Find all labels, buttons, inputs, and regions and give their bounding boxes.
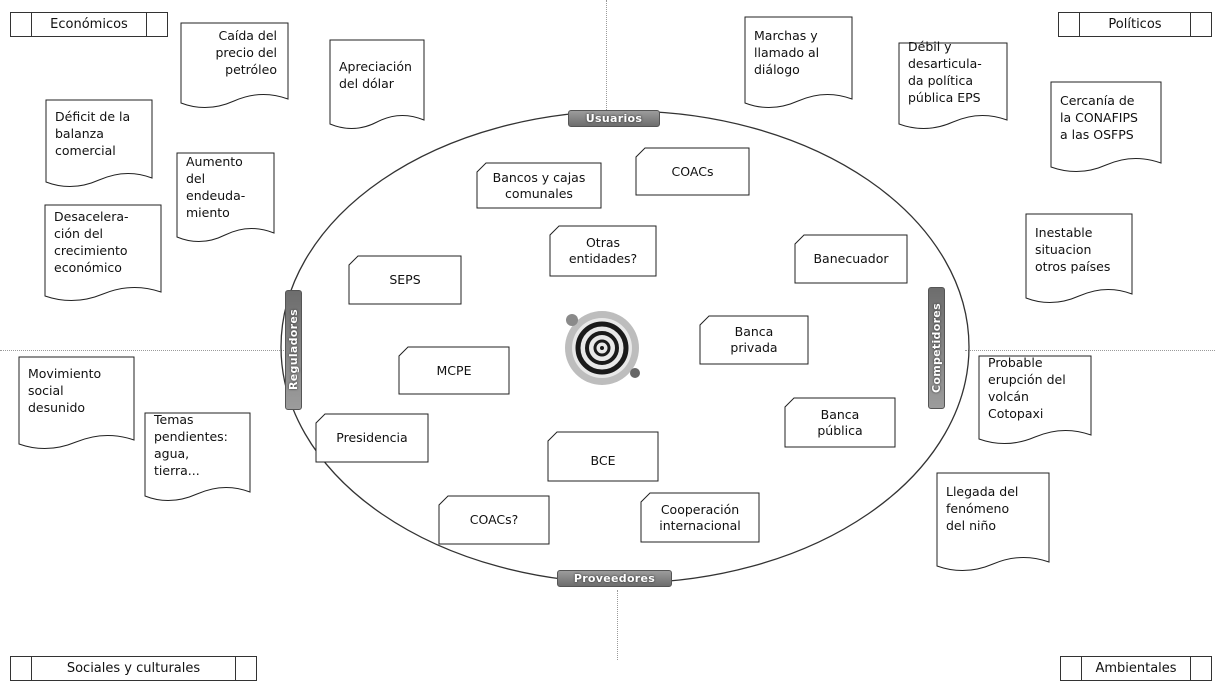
factor-apreciacion-dolar: Apreciación del dólar [329,39,425,133]
actor-seps: SEPS [348,255,462,305]
factor-temas-pendientes-text: Temas pendientes: agua, tierra... [154,412,228,478]
factor-caida-petroleo: Caída del precio del petróleo [180,22,289,112]
quadrant-sociales: Sociales y culturales [10,656,257,681]
factor-deficit-balanza: Déficit de la balanza comercial [45,99,153,191]
actor-coacs-bottom-text: COACs? [469,512,519,527]
factor-erupcion: Probable erupción del volcán Cotopaxi [978,355,1092,448]
factor-debil-politica-text: Débil y desarticula- da política pública… [908,39,982,105]
factor-deficit-balanza-text: Déficit de la balanza comercial [55,109,131,158]
actor-bce: BCE [547,431,659,482]
actor-banca-publica-text: Banca pública [817,406,863,438]
actor-banca-publica: Banca pública [784,397,896,448]
actor-seps-text: SEPS [389,272,421,287]
factor-movimiento-social-text: Movimiento social desunido [28,366,102,415]
actor-coacs-bottom: COACs? [438,495,550,545]
vertical-divider-bottom [617,590,618,660]
factor-marchas: Marchas y llamado al diálogo [744,16,853,112]
factor-desaceleracion-text: Desacelera- ción del crecimiento económi… [54,209,129,275]
factor-erupcion-text: Probable erupción del volcán Cotopaxi [988,355,1066,421]
horizontal-divider-left [0,350,286,351]
factor-aumento-endeudamiento-text: Aumento del endeuda- miento [186,154,246,220]
factor-cercania-text: Cercanía de la CONAFIPS a las OSFPS [1060,93,1138,142]
actor-bce-text: BCE [590,453,616,469]
actor-bancos-cajas-text: Bancos y cajas comunales [492,169,586,201]
factor-cercania: Cercanía de la CONAFIPS a las OSFPS [1050,81,1162,176]
actor-cooperacion: Cooperación internacional [640,492,760,543]
actor-mcpe: MCPE [398,346,510,395]
quadrant-ambientales: Ambientales [1060,656,1212,681]
factor-nino: Llegada del fenómeno del niño [936,472,1050,575]
concentric-spiral-logo-icon [565,311,640,385]
factor-inestable-text: Inestable situacion otros países [1035,225,1111,274]
quadrant-economicos: Económicos [10,12,168,37]
quadrant-politicos: Políticos [1058,12,1212,37]
factor-debil-politica: Débil y desarticula- da política pública… [898,39,1008,133]
factor-inestable: Inestable situacion otros países [1025,213,1133,307]
actor-banecuador-text: Banecuador [813,251,889,266]
factor-aumento-endeudamiento: Aumento del endeuda- miento [176,152,275,246]
actor-bancos-cajas: Bancos y cajas comunales [476,162,602,209]
horizontal-divider-right [965,350,1215,351]
actor-coacs-top: COACs [635,147,750,196]
factor-apreciacion-dolar-text: Apreciación del dólar [339,59,412,91]
factor-temas-pendientes: Temas pendientes: agua, tierra... [144,412,251,505]
actor-presidencia-text: Presidencia [336,430,408,445]
factor-movimiento-social: Movimiento social desunido [18,356,135,453]
axis-label-proveedores: Proveedores [557,570,672,587]
actor-presidencia: Presidencia [315,413,429,463]
actor-otras-entidades: Otras entidades? [549,225,657,277]
factor-caida-petroleo-text: Caída del precio del petróleo [215,28,277,77]
axis-label-reguladores: Reguladores [285,290,302,410]
axis-label-competidores: Competidores [928,287,945,409]
actor-coacs-top-text: COACs [671,163,714,179]
factor-marchas-text: Marchas y llamado al diálogo [754,28,820,77]
axis-label-usuarios: Usuarios [568,110,660,127]
actor-banecuador: Banecuador [794,234,908,284]
actor-cooperacion-text: Cooperación internacional [659,501,741,533]
actor-banca-privada: Banca privada [699,315,809,365]
vertical-divider-top [606,0,607,120]
actor-mcpe-text: MCPE [436,362,472,378]
factor-nino-text: Llegada del fenómeno del niño [946,484,1019,533]
actor-banca-privada-text: Banca privada [730,324,778,355]
factor-desaceleracion: Desacelera- ción del crecimiento económi… [44,204,162,305]
actor-otras-entidades-text: Otras entidades? [568,235,638,266]
